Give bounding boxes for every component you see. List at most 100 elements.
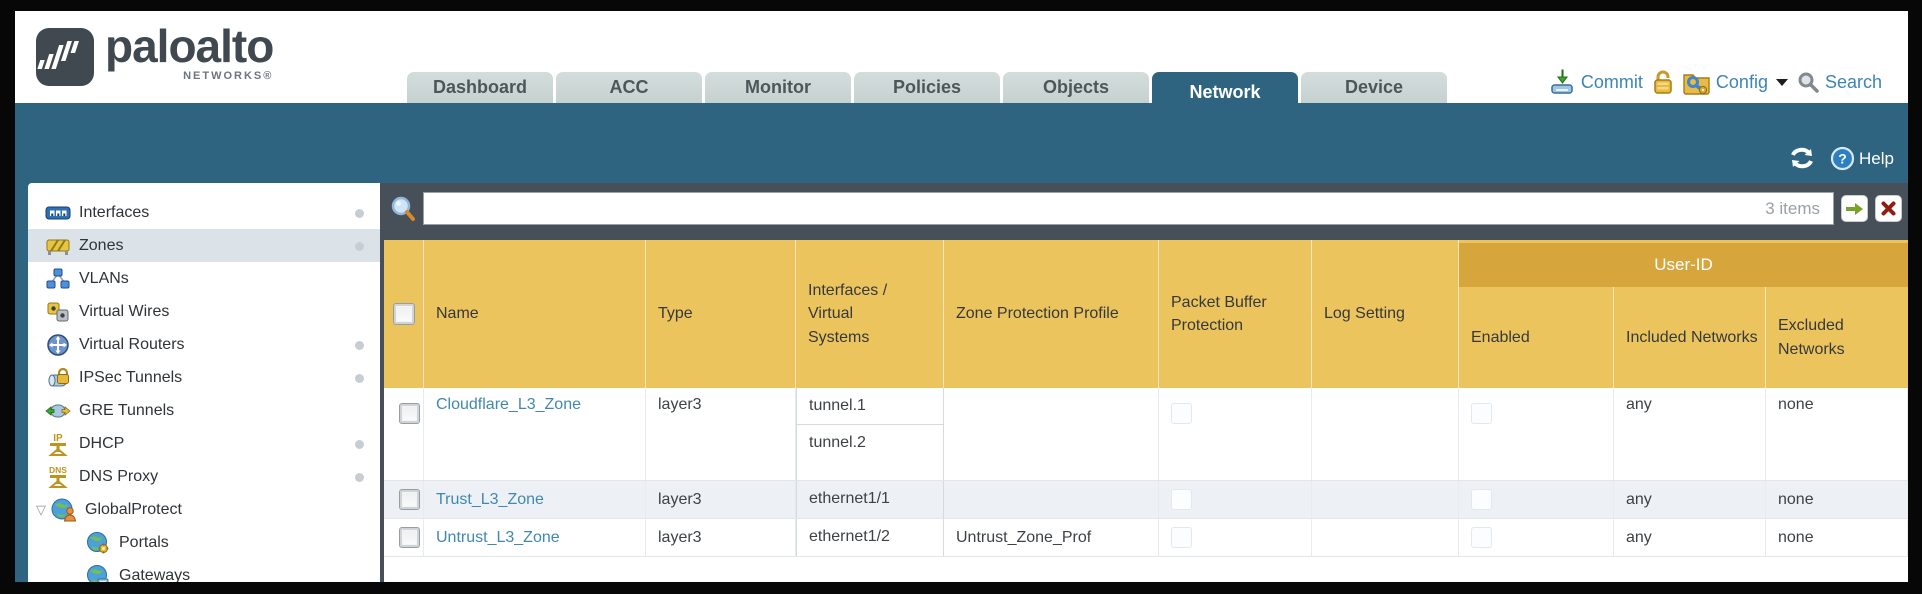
sidebar-item-label: GRE Tunnels bbox=[79, 401, 175, 419]
sidebar-item-portals[interactable]: Portals bbox=[28, 526, 380, 559]
sidebar-item-label: Gateways bbox=[119, 566, 191, 583]
config-icon bbox=[1683, 73, 1710, 95]
table-row: Cloudflare_L3_Zone layer3 tunnel.1 tunne… bbox=[384, 388, 1908, 481]
select-all-checkbox[interactable] bbox=[392, 303, 415, 325]
zone-name-link[interactable]: Trust_L3_Zone bbox=[436, 490, 544, 508]
sidebar-item-vlans[interactable]: VLANs bbox=[28, 262, 380, 295]
tab-policies[interactable]: Policies bbox=[854, 72, 1000, 103]
sub-header-band: ? Help bbox=[15, 103, 1908, 183]
sidebar-item-ipsec-tunnels[interactable]: IPSec Tunnels bbox=[28, 361, 380, 394]
sidebar-item-gateways[interactable]: Gateways bbox=[28, 559, 380, 582]
zone-interfaces-cell: tunnel.1 tunnel.2 bbox=[796, 388, 944, 480]
status-dot bbox=[355, 208, 364, 218]
tab-device[interactable]: Device bbox=[1301, 72, 1447, 103]
sidebar-item-globalprotect[interactable]: ▽ GlobalProtect bbox=[28, 493, 380, 526]
column-header-name[interactable]: Name bbox=[424, 240, 646, 388]
sidebar-item-label: IPSec Tunnels bbox=[79, 368, 183, 386]
tree-expander-icon[interactable]: ▽ bbox=[36, 501, 46, 517]
zones-table-header: Name Type Interfaces / Virtual Systems Z… bbox=[384, 240, 1908, 388]
sidebar-item-virtual-routers[interactable]: Virtual Routers bbox=[28, 328, 380, 361]
sidebar-item-gre-tunnels[interactable]: GRE Tunnels bbox=[28, 394, 380, 427]
packet-buffer-checkbox bbox=[1171, 403, 1192, 424]
filter-input-wrap: 3 items bbox=[423, 192, 1834, 225]
brand-subtitle: NETWORKS® bbox=[183, 70, 274, 82]
included-networks-cell: any bbox=[1614, 388, 1766, 480]
paloalto-logo: paloalto NETWORKS® bbox=[35, 23, 274, 87]
zone-name-link[interactable]: Untrust_L3_Zone bbox=[436, 528, 560, 546]
column-header-type[interactable]: Type bbox=[646, 240, 796, 388]
interface-item: ethernet1/1 bbox=[809, 490, 890, 507]
search-icon bbox=[1798, 72, 1819, 93]
column-header-interfaces[interactable]: Interfaces / Virtual Systems bbox=[796, 240, 944, 388]
interface-item: tunnel.1 bbox=[809, 397, 866, 414]
commit-label: Commit bbox=[1580, 71, 1643, 92]
status-dot bbox=[355, 439, 364, 449]
excluded-networks-cell: none bbox=[1766, 519, 1908, 556]
svg-text:?: ? bbox=[1838, 151, 1847, 167]
sidebar-item-dhcp[interactable]: IP DHCP bbox=[28, 427, 380, 460]
column-header-zone-protection-profile[interactable]: Zone Protection Profile bbox=[944, 240, 1159, 388]
virtual-routers-icon bbox=[45, 333, 71, 357]
zones-main-panel: 3 items bbox=[380, 183, 1908, 582]
sidebar-item-label: DHCP bbox=[79, 434, 125, 452]
sidebar-item-virtual-wires[interactable]: Virtual Wires bbox=[28, 295, 380, 328]
commit-icon bbox=[1551, 69, 1573, 94]
column-header-packet-buffer-protection[interactable]: Packet Buffer Protection bbox=[1159, 240, 1312, 388]
user-id-enabled-checkbox bbox=[1471, 527, 1492, 548]
row-checkbox[interactable] bbox=[399, 489, 420, 510]
tab-dashboard[interactable]: Dashboard bbox=[407, 72, 553, 103]
apply-filter-button[interactable] bbox=[1841, 195, 1868, 222]
table-row: Untrust_L3_Zone layer3 ethernet1/2 Untru… bbox=[384, 519, 1908, 557]
sidebar-item-zones[interactable]: Zones bbox=[28, 229, 380, 262]
zone-protection-profile-cell: Untrust_Zone_Prof bbox=[944, 519, 1159, 556]
filter-magnifier-icon[interactable] bbox=[390, 195, 416, 223]
config-menu[interactable]: Config bbox=[1683, 70, 1788, 95]
sidebar-item-label: Interfaces bbox=[79, 203, 150, 221]
included-networks-cell: any bbox=[1614, 519, 1766, 556]
sidebar-item-label: VLANs bbox=[79, 269, 129, 287]
help-button[interactable]: ? Help bbox=[1830, 146, 1894, 171]
chevron-down-icon bbox=[1775, 78, 1788, 86]
interface-item: ethernet1/2 bbox=[809, 528, 890, 545]
packet-buffer-protection-cell bbox=[1159, 388, 1312, 480]
dns-proxy-icon: DNS bbox=[45, 465, 71, 489]
refresh-icon[interactable] bbox=[1788, 145, 1816, 171]
network-sidebar: Interfaces Zones VLANs Vir bbox=[28, 183, 380, 582]
row-select-cell bbox=[384, 388, 424, 480]
dhcp-icon: IP bbox=[45, 432, 71, 456]
lock-icon[interactable] bbox=[1652, 69, 1674, 95]
paloalto-logo-icon bbox=[36, 28, 94, 86]
search-button[interactable]: Search bbox=[1797, 71, 1882, 93]
tab-objects[interactable]: Objects bbox=[1003, 72, 1149, 103]
column-header-enabled[interactable]: Enabled bbox=[1459, 287, 1614, 388]
zone-name-link[interactable]: Cloudflare_L3_Zone bbox=[436, 396, 581, 413]
ipsec-tunnels-icon bbox=[45, 366, 71, 390]
column-header-excluded-networks[interactable]: Excluded Networks bbox=[1778, 317, 1845, 358]
excluded-networks-cell: none bbox=[1766, 481, 1908, 518]
row-checkbox[interactable] bbox=[399, 527, 420, 548]
column-header-included-networks[interactable]: Included Networks bbox=[1614, 287, 1766, 388]
log-setting-cell bbox=[1312, 481, 1459, 518]
sidebar-item-dns-proxy[interactable]: DNS DNS Proxy bbox=[28, 460, 380, 493]
filter-input[interactable] bbox=[423, 192, 1834, 225]
column-header-log-setting[interactable]: Log Setting bbox=[1312, 240, 1459, 388]
tab-acc[interactable]: ACC bbox=[556, 72, 702, 103]
portals-icon bbox=[85, 531, 111, 555]
svg-text:IP: IP bbox=[53, 433, 63, 444]
packet-buffer-protection-cell bbox=[1159, 481, 1312, 518]
items-count: 3 items bbox=[1765, 198, 1820, 218]
status-dot bbox=[355, 241, 364, 251]
svg-text:DNS: DNS bbox=[49, 465, 67, 475]
commit-button[interactable]: Commit bbox=[1549, 69, 1643, 95]
user-id-enabled-checkbox bbox=[1471, 489, 1492, 510]
excluded-networks-cell: none bbox=[1766, 388, 1908, 480]
tab-network[interactable]: Network bbox=[1152, 72, 1298, 112]
clear-filter-button[interactable] bbox=[1875, 195, 1902, 222]
sidebar-item-label: Zones bbox=[79, 236, 124, 254]
globalprotect-icon bbox=[51, 498, 77, 522]
tab-monitor[interactable]: Monitor bbox=[705, 72, 851, 103]
row-checkbox[interactable] bbox=[399, 403, 420, 424]
user-id-enabled-checkbox bbox=[1471, 403, 1492, 424]
sidebar-item-interfaces[interactable]: Interfaces bbox=[28, 196, 380, 229]
